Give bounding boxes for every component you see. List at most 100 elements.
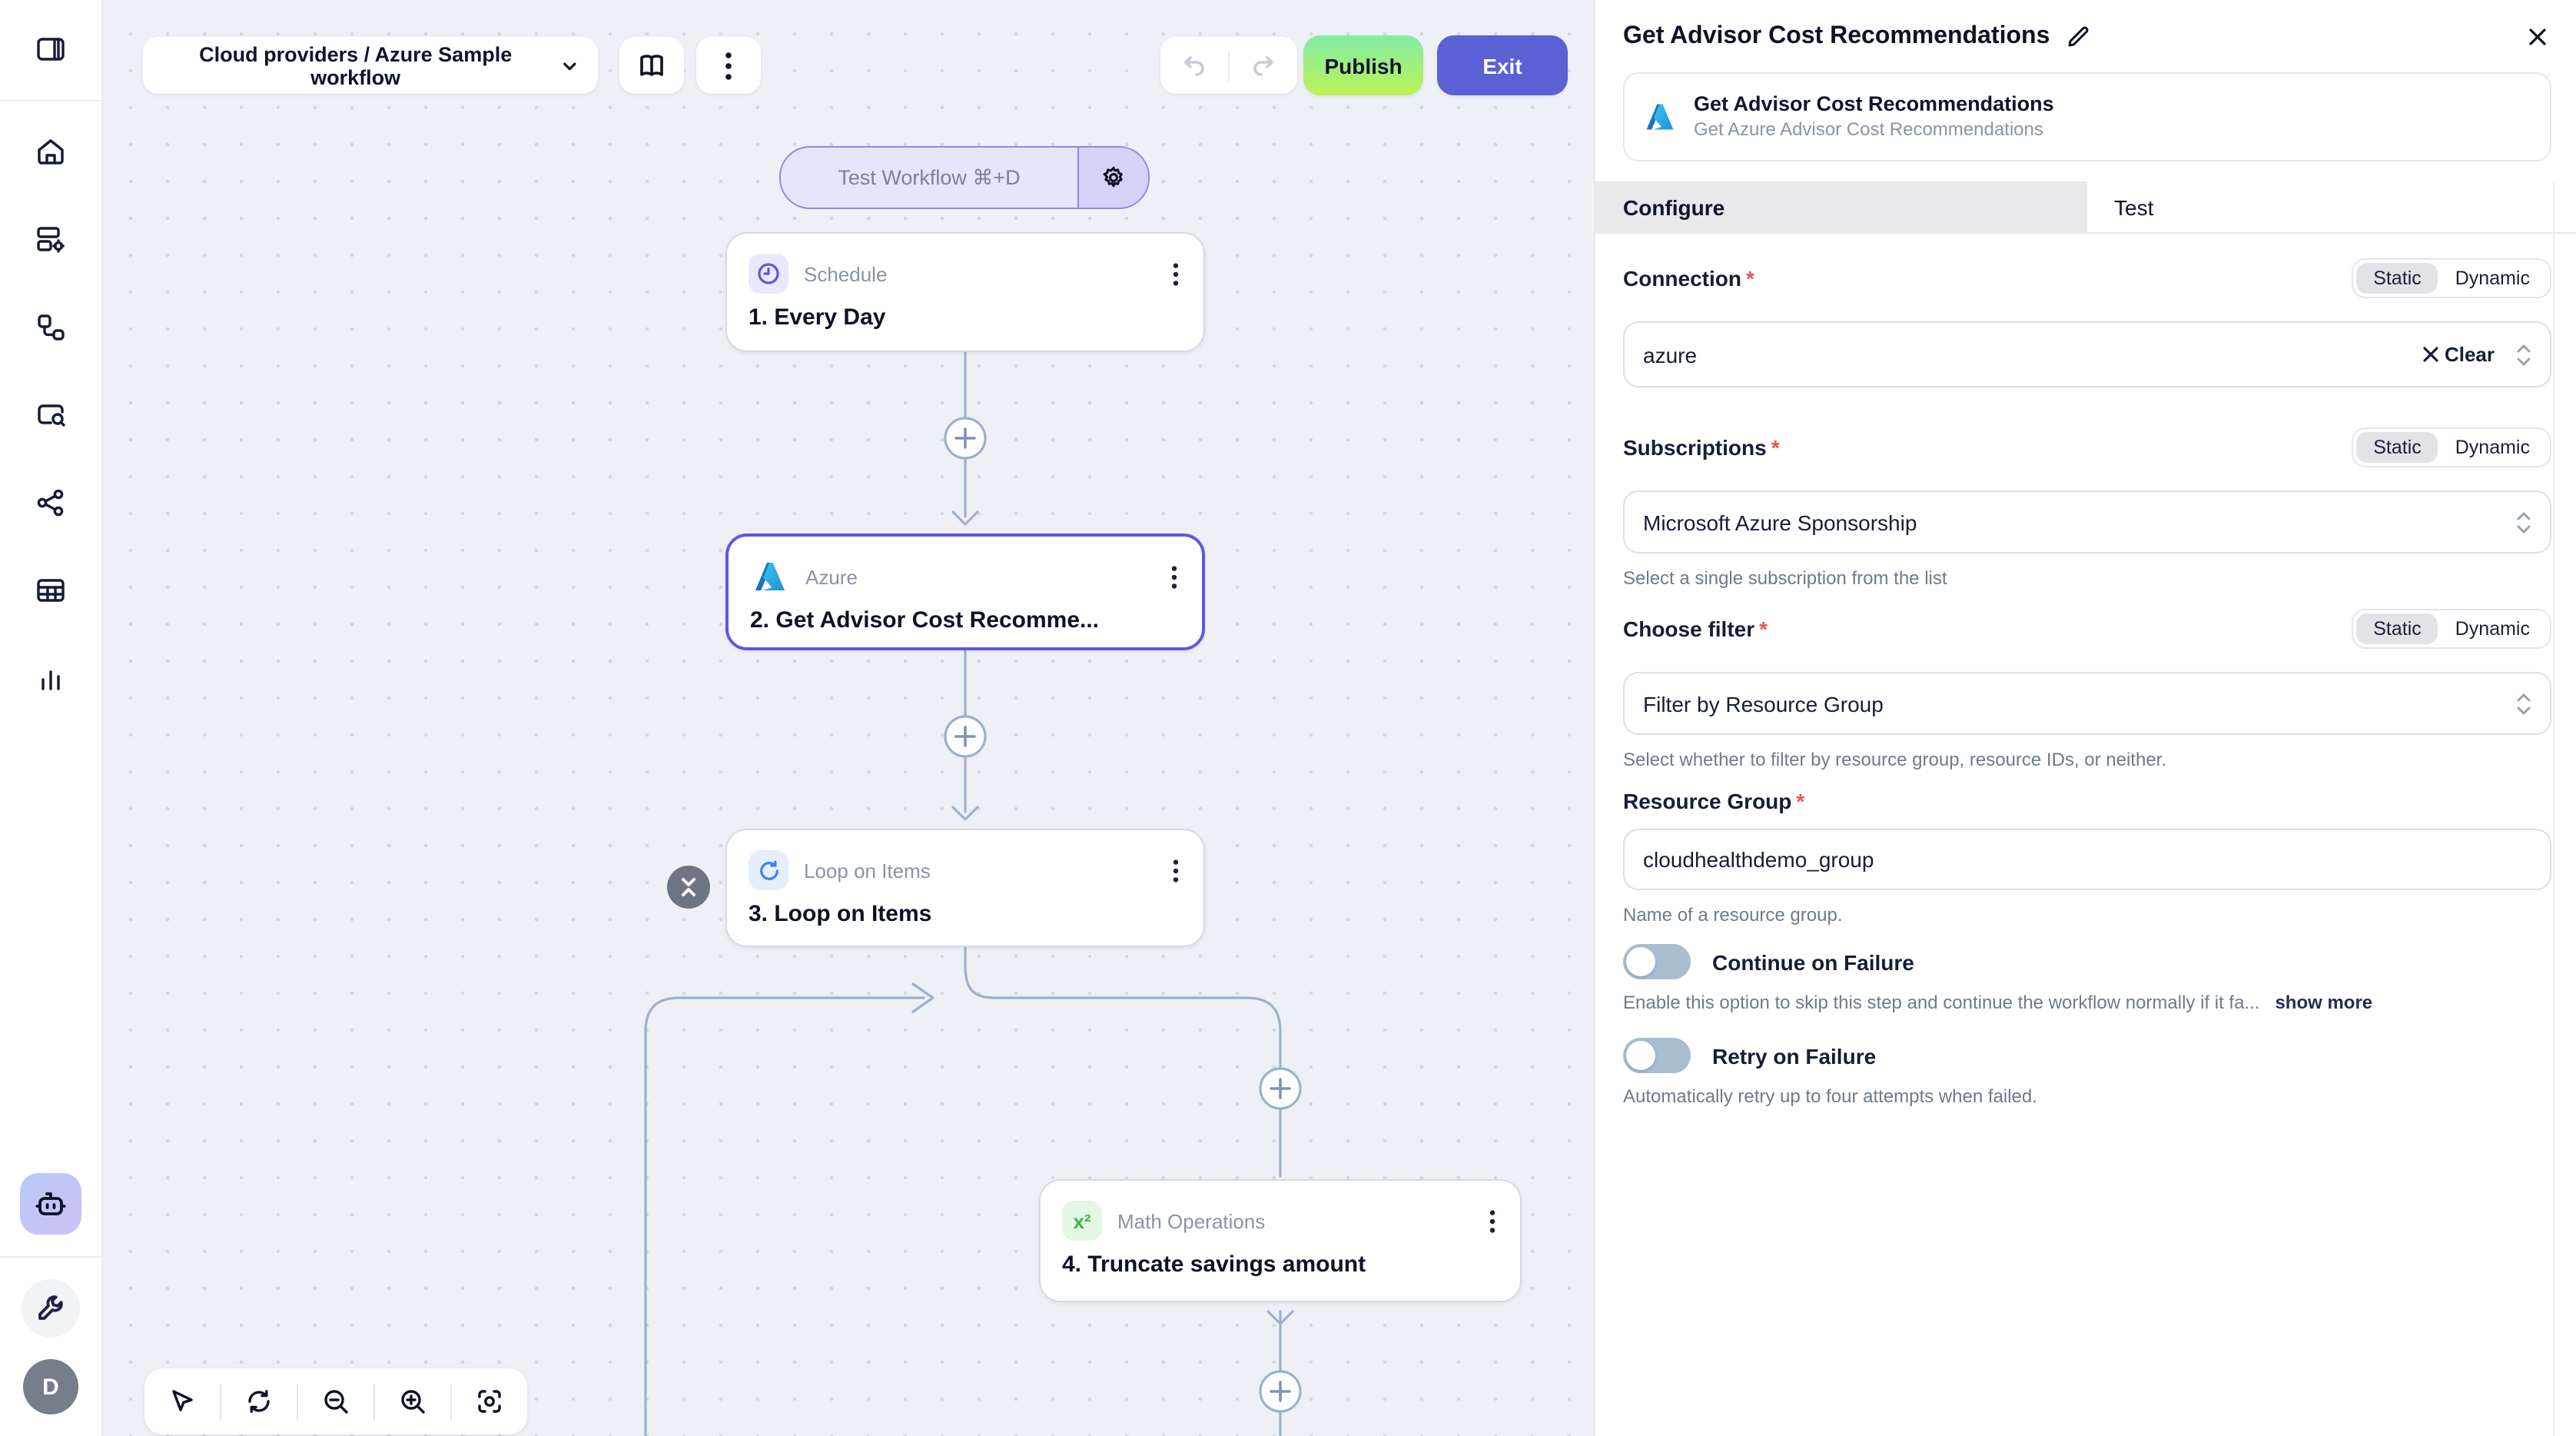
static-option[interactable]: Static [2356, 613, 2438, 643]
connection-value: azure [1643, 342, 1698, 367]
publish-button[interactable]: Publish [1303, 35, 1423, 95]
workflow-nodes-icon [38, 314, 65, 341]
dynamic-option[interactable]: Dynamic [2438, 262, 2547, 293]
node-header: x² Math Operations [1062, 1201, 1499, 1241]
redo-icon [1253, 55, 1273, 75]
ai-assistant-button[interactable] [20, 1173, 81, 1235]
math-icon: x² [1062, 1201, 1102, 1241]
table-icon [37, 579, 65, 602]
edge-loopback [644, 996, 925, 1436]
test-settings-button[interactable] [1077, 148, 1148, 208]
node-menu-button[interactable] [1486, 1206, 1499, 1235]
static-option[interactable]: Static [2356, 262, 2438, 293]
cursor-icon [172, 1390, 193, 1411]
tab-test[interactable]: Test [2086, 181, 2576, 232]
wrench-icon [38, 1295, 63, 1320]
static-option[interactable]: Static [2356, 431, 2438, 462]
node-schedule[interactable]: Schedule 1. Every Day [725, 232, 1205, 352]
tab-configure-label: Configure [1623, 194, 1725, 219]
divider [297, 1383, 298, 1420]
node-menu-button[interactable] [1170, 259, 1182, 288]
node-menu-button[interactable] [1168, 562, 1180, 591]
fit-view-button[interactable] [452, 1368, 527, 1434]
exit-button[interactable]: Exit [1437, 35, 1568, 95]
refresh-layout-button[interactable] [221, 1368, 297, 1434]
resource-group-input[interactable]: cloudhealthdemo_group [1623, 829, 2551, 890]
arrowhead-loopback [911, 982, 934, 1013]
workflow-canvas[interactable]: Cloud providers / Azure Sample workflow … [103, 0, 1594, 1436]
resource-group-value: cloudhealthdemo_group [1643, 847, 1874, 872]
sidebar-item-tables[interactable] [22, 561, 80, 620]
rows-gear-icon [37, 227, 65, 253]
close-icon [2529, 28, 2546, 45]
undo-button[interactable] [1160, 37, 1228, 94]
test-workflow-button[interactable]: Test Workflow ⌘+D [779, 146, 1150, 209]
dynamic-option[interactable]: Dynamic [2438, 431, 2547, 462]
divider [220, 1383, 221, 1420]
sidebar-nav [22, 123, 80, 710]
sidebar-item-integrations[interactable] [22, 474, 80, 532]
node-menu-button[interactable] [1170, 856, 1182, 885]
tab-test-label: Test [2114, 194, 2154, 219]
subscriptions-mode-toggle: Static Dynamic [2352, 427, 2551, 467]
sidebar-item-workflows[interactable] [22, 298, 80, 357]
retry-on-failure-toggle[interactable] [1623, 1038, 1691, 1073]
zoom-out-icon [324, 1390, 348, 1414]
user-avatar[interactable]: D [23, 1359, 78, 1414]
breadcrumb[interactable]: Cloud providers / Azure Sample workflow [143, 37, 598, 94]
rename-step-button[interactable] [2062, 22, 2093, 52]
azure-logo-icon [750, 557, 790, 597]
connection-mode-toggle: Static Dynamic [2352, 258, 2551, 298]
divider [373, 1383, 375, 1420]
node-app-label: Azure [805, 565, 858, 588]
more-options-button[interactable] [696, 37, 761, 94]
step-config-panel: Get Advisor Cost Recommendations Get Adv… [1594, 0, 2576, 1436]
edge-loop-math [964, 946, 1282, 1178]
node-header: Loop on Items [749, 850, 1182, 890]
node-azure[interactable]: Azure 2. Get Advisor Cost Recomme... [725, 534, 1205, 650]
add-step-button[interactable] [944, 417, 987, 460]
subscriptions-select[interactable]: Microsoft Azure Sponsorship [1623, 490, 2551, 553]
sidebar-item-home[interactable] [22, 123, 80, 181]
docs-button[interactable] [619, 37, 684, 94]
node-app-label: Math Operations [1117, 1209, 1266, 1232]
select-tool-button[interactable] [144, 1368, 220, 1434]
sidebar-item-templates[interactable] [22, 211, 80, 269]
divider [450, 1383, 452, 1420]
tab-configure[interactable]: Configure [1595, 181, 2086, 232]
dynamic-option[interactable]: Dynamic [2438, 613, 2547, 643]
panel-toggle-button[interactable] [22, 20, 80, 78]
add-step-button[interactable] [1259, 1370, 1302, 1413]
subscriptions-value: Microsoft Azure Sponsorship [1643, 510, 1917, 534]
connection-select[interactable]: azure Clear [1623, 321, 2551, 387]
kebab-icon [1173, 262, 1179, 285]
node-math[interactable]: x² Math Operations 4. Truncate savings a… [1039, 1179, 1522, 1302]
kebab-icon [1171, 565, 1177, 588]
arrowhead-math-out [1266, 1310, 1294, 1325]
node-title: 3. Loop on Items [749, 901, 932, 927]
collapse-loop-button[interactable] [667, 866, 710, 909]
redo-button[interactable] [1230, 37, 1297, 94]
sidebar: D [0, 0, 103, 1436]
zoom-out-button[interactable] [298, 1368, 373, 1434]
sidebar-top [0, 0, 101, 710]
sidebar-item-insights[interactable] [22, 649, 80, 707]
close-panel-button[interactable] [2524, 23, 2551, 51]
zoom-in-button[interactable] [375, 1368, 450, 1434]
show-more-link[interactable]: show more [2275, 992, 2373, 1013]
build-tools-button[interactable] [22, 1279, 80, 1338]
add-step-button[interactable] [1259, 1067, 1302, 1110]
publish-label: Publish [1324, 53, 1403, 78]
chevron-down-icon [563, 61, 576, 70]
sidebar-bottom: D [0, 1173, 101, 1436]
clear-connection-button[interactable]: Clear [2423, 343, 2495, 366]
sidebar-item-explore[interactable] [22, 386, 80, 444]
choose-filter-select[interactable]: Filter by Resource Group [1623, 672, 2551, 735]
collapse-icon [682, 878, 695, 896]
continue-on-failure-toggle[interactable] [1623, 944, 1691, 979]
node-loop[interactable]: Loop on Items 3. Loop on Items [725, 829, 1205, 947]
bar-chart-icon [41, 670, 60, 690]
add-step-button[interactable] [944, 715, 987, 758]
toggle-knob [1626, 947, 1655, 976]
